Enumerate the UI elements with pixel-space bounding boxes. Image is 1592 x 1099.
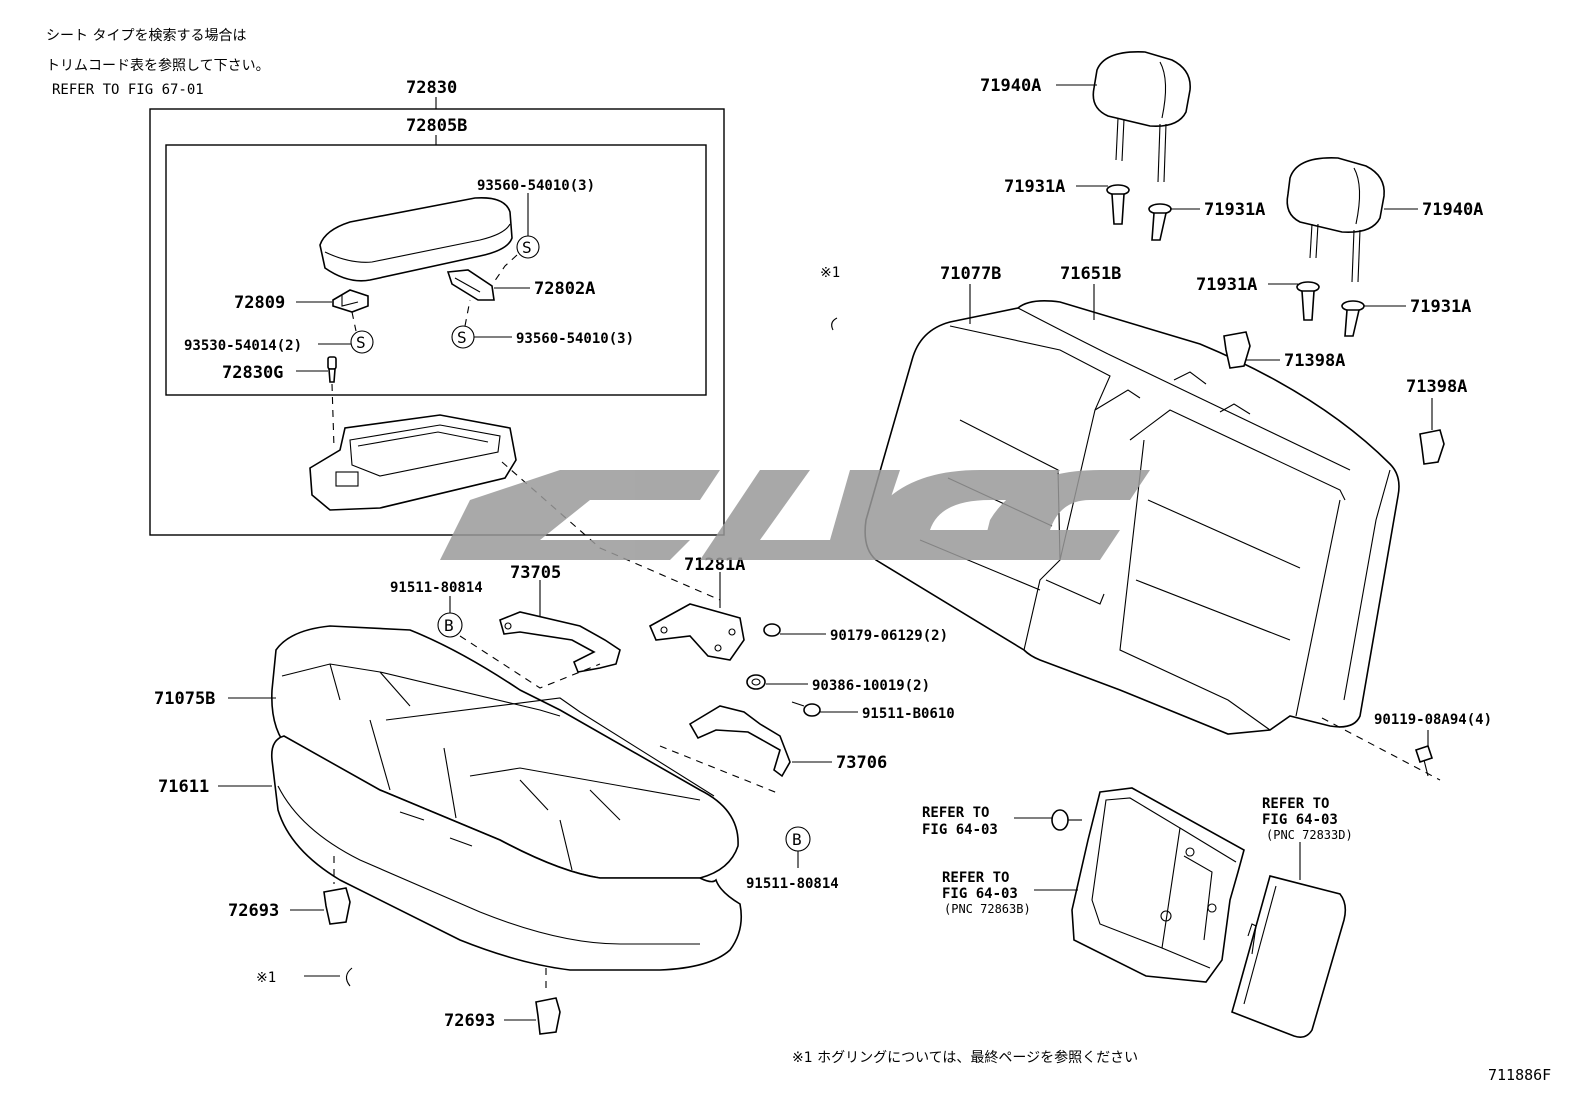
headrest-guide-2-drawing	[1148, 203, 1172, 241]
trim-panel-drawing	[1231, 875, 1347, 1038]
dash-bracket-73705	[459, 635, 601, 689]
svg-text:S: S	[356, 333, 366, 352]
refer-2-line2: FIG 64-03	[942, 886, 1018, 902]
asterisk-top: ※1	[820, 265, 840, 281]
clip-72693-2-drawing	[535, 997, 561, 1035]
bracket-73705-drawing	[499, 611, 621, 673]
bolt-90119-drawing	[1414, 744, 1434, 777]
part-73706-label[interactable]: 73706	[836, 753, 887, 773]
refer-2-line3: (PNC 72863B)	[944, 902, 1031, 916]
fastener-90179-drawing	[763, 623, 781, 637]
refer-3-line1: REFER TO	[1262, 796, 1329, 812]
headrest-1-drawing	[1092, 51, 1191, 183]
part-71931A-2-label[interactable]: 71931A	[1204, 200, 1265, 220]
dash-pin-base	[331, 383, 335, 449]
armrest-subassembly-frame	[165, 144, 707, 396]
nut-90386-drawing	[746, 674, 766, 690]
headrest-2-drawing	[1286, 157, 1385, 283]
part-71651B-label[interactable]: 71651B	[1060, 264, 1121, 284]
s-marker-1: S	[516, 235, 540, 259]
part-71611-label[interactable]: 71611	[158, 777, 209, 797]
armrest-lid-drawing	[319, 196, 513, 282]
latch-72802A-drawing	[446, 269, 495, 301]
part-90386-label[interactable]: 90386-10019(2)	[812, 678, 930, 694]
refer-2-line1: REFER TO	[942, 870, 1009, 886]
armrest-base-drawing	[309, 414, 517, 511]
part-72802A-label[interactable]: 72802A	[534, 279, 595, 299]
part-93560b-label[interactable]: 93560-54010(3)	[516, 331, 634, 347]
part-91511-80814b-label[interactable]: 91511-80814	[746, 876, 839, 892]
part-71931A-3-label[interactable]: 71931A	[1196, 275, 1257, 295]
clip-71398A-1-drawing	[1223, 331, 1251, 369]
part-71940A-1-label[interactable]: 71940A	[980, 76, 1041, 96]
b-marker-2-text: B	[792, 830, 802, 849]
clip-72693-1-drawing	[323, 887, 351, 925]
drawing-id: 711886F	[1488, 1066, 1551, 1084]
part-71931A-4-label[interactable]: 71931A	[1410, 297, 1471, 317]
refer-1-line2: FIG 64-03	[922, 822, 998, 838]
part-91511-80814a-label[interactable]: 91511-80814	[390, 580, 483, 596]
seat-back-drawing	[864, 300, 1400, 735]
asterisk-bottom: ※1	[256, 970, 276, 986]
part-71940A-2-label[interactable]: 71940A	[1422, 200, 1483, 220]
bracket-71281A-drawing	[648, 603, 745, 661]
part-71931A-1-label[interactable]: 71931A	[1004, 177, 1065, 197]
part-93560a-label[interactable]: 93560-54010(3)	[477, 178, 595, 194]
dash-bracket-73706	[659, 745, 781, 795]
part-72809-label[interactable]: 72809	[234, 293, 285, 313]
part-71398A-2-label[interactable]: 71398A	[1406, 377, 1467, 397]
armrest-assembly-frame	[149, 108, 725, 536]
dash-hinge-s2	[351, 311, 357, 332]
part-72693-2-label[interactable]: 72693	[444, 1011, 495, 1031]
footnote-text: ※1 ホグリングについては、最終ページを参照ください	[792, 1049, 1138, 1066]
part-90179-label[interactable]: 90179-06129(2)	[830, 628, 948, 644]
note-jp-line1: シート タイプを検索する場合は	[46, 27, 246, 44]
part-71075B-label[interactable]: 71075B	[154, 689, 215, 709]
dash-s3-latch	[464, 299, 471, 327]
headrest-guide-1-drawing	[1106, 184, 1130, 225]
note-jp-line2: トリムコード表を参照して下さい。	[46, 57, 270, 74]
bolt-91511-B0610-drawing	[791, 701, 821, 717]
headrest-guide-3-drawing	[1296, 281, 1320, 321]
part-93530-label[interactable]: 93530-54014(2)	[184, 338, 302, 354]
part-72693-1-label[interactable]: 72693	[228, 901, 279, 921]
refer-3-line2: FIG 64-03	[1262, 812, 1338, 828]
svg-text:S: S	[522, 238, 532, 257]
part-71398A-1-label[interactable]: 71398A	[1284, 351, 1345, 371]
s-marker-3: S	[451, 325, 475, 349]
note-refer-fig: REFER TO FIG 67-01	[52, 82, 204, 98]
watermark-logo	[440, 470, 1150, 560]
part-90119-label[interactable]: 90119-08A94(4)	[1374, 712, 1492, 728]
refer-1-line1: REFER TO	[922, 805, 989, 821]
s-marker-2: S	[350, 330, 374, 354]
dash-s1-latch	[493, 254, 518, 283]
b-marker-1-text: B	[444, 616, 454, 635]
pin-72830G-drawing	[327, 356, 337, 383]
refer-3-line3: (PNC 72833D)	[1266, 828, 1353, 842]
part-72830-label[interactable]: 72830	[406, 78, 457, 98]
part-73705-label[interactable]: 73705	[510, 563, 561, 583]
clip-71398A-2-drawing	[1419, 429, 1445, 465]
part-91511-B0610-label[interactable]: 91511-B0610	[862, 706, 955, 722]
hog-ring-top-icon	[831, 317, 838, 331]
hinge-72809-drawing	[332, 289, 369, 313]
dash-seatback-bolt	[1321, 717, 1441, 781]
screw-refer-drawing	[1051, 809, 1082, 831]
part-71077B-label[interactable]: 71077B	[940, 264, 1001, 284]
bracket-73706-drawing	[688, 705, 791, 778]
part-72830G-label[interactable]: 72830G	[222, 363, 283, 383]
headrest-guide-4-drawing	[1341, 300, 1365, 337]
svg-text:S: S	[457, 328, 467, 347]
trunk-tray-drawing	[1071, 787, 1245, 983]
hog-ring-bottom-icon	[345, 967, 353, 987]
seat-cushion-drawing	[270, 625, 743, 971]
part-72805B-label[interactable]: 72805B	[406, 116, 467, 136]
